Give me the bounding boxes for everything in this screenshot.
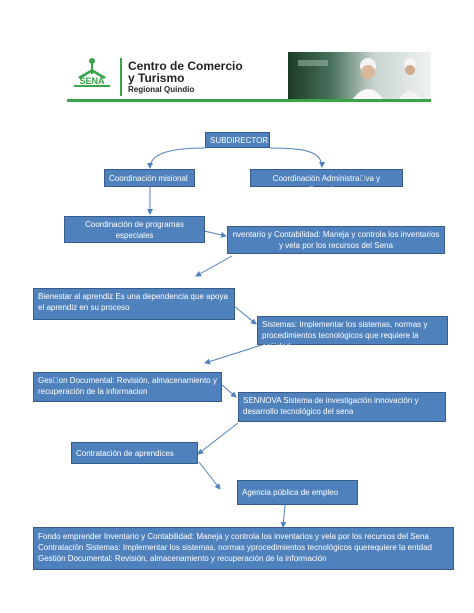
arrow-bienestar-to-sistemas [233,305,257,325]
brand-title-line2: y Turismo [128,71,185,85]
node-contratacion-label: Contratación de aprendices [76,449,174,458]
node-sennova-label: SENNOVA Sistema de investigación innovac… [243,396,419,416]
header-photo [288,52,431,100]
sena-logo: SENA [74,58,110,87]
arrow-sub-to-misional [147,147,206,169]
node-sistemas-label: Sistemas: Implementar los sistemas, norm… [262,320,428,351]
arrow-contratacion-to-agencia [198,461,221,490]
node-fondo-emprender-label: Fondo emprender Inventario y Contabilida… [38,532,432,563]
node-inventario: nventario y Contabilidad: Maneja y contr… [227,226,445,254]
arrow-agencia-to-fondo [280,504,287,528]
node-agencia-label: Agencia pública de empleo [242,488,339,497]
node-inventario-label: nventario y Contabilidad: Maneja y contr… [232,230,440,250]
node-coordinacion-administrativa: Coordinación Administra va y financiera [250,169,403,194]
node-sistemas: Sistemas: Implementar los sistemas, norm… [257,316,448,351]
arrow-sennova-to-contratacion [197,422,239,455]
brand-subtitle: Regional Quindío [128,85,195,94]
arrow-gestion-to-sennova [221,384,237,398]
node-coordinacion-misional: Coordinación misional [104,169,195,187]
brand-divider [120,58,122,96]
node-agencia: Agencia pública de empleo [237,480,358,505]
node-gestion-documental-label: Ges on Documental: Revisión, almacenamie… [38,376,217,396]
node-fondo-emprender: Fondo emprender Inventario y Contabilida… [33,527,454,570]
node-gestion-documental: Ges on Documental: Revisión, almacenamie… [33,372,222,402]
arrow-sistemas-to-gestion [204,344,263,365]
node-coordinacion-programas-label: Coordinación de programas especiales [85,220,184,240]
brand-title-line1: Centro de Comercio [128,59,243,73]
node-coordinacion-administrativa-label: Coordinación Administra va y financiera [272,174,381,194]
arrow-programas-to-inventario [203,230,227,238]
sena-logo-text: SENA [79,76,105,86]
header-strip [67,99,431,102]
node-sennova: SENNOVA Sistema de investigación innovac… [238,392,446,422]
node-subdirector: SUBDIRECTOR [205,132,270,148]
node-bienestar: Bienestar al aprendiz Es una dependencia… [33,288,235,320]
node-subdirector-label: SUBDIRECTOR [210,136,269,145]
arrow-sub-to-admin [269,147,325,168]
node-bienestar-label: Bienestar al aprendiz Es una dependencia… [38,292,228,312]
node-contratacion: Contratación de aprendices [71,442,198,464]
arrow-inventario-to-bienestar [195,255,233,277]
node-coordinacion-programas: Coordinación de programas especiales [64,216,205,243]
node-coordinacion-misional-label: Coordinación misional [109,174,188,183]
